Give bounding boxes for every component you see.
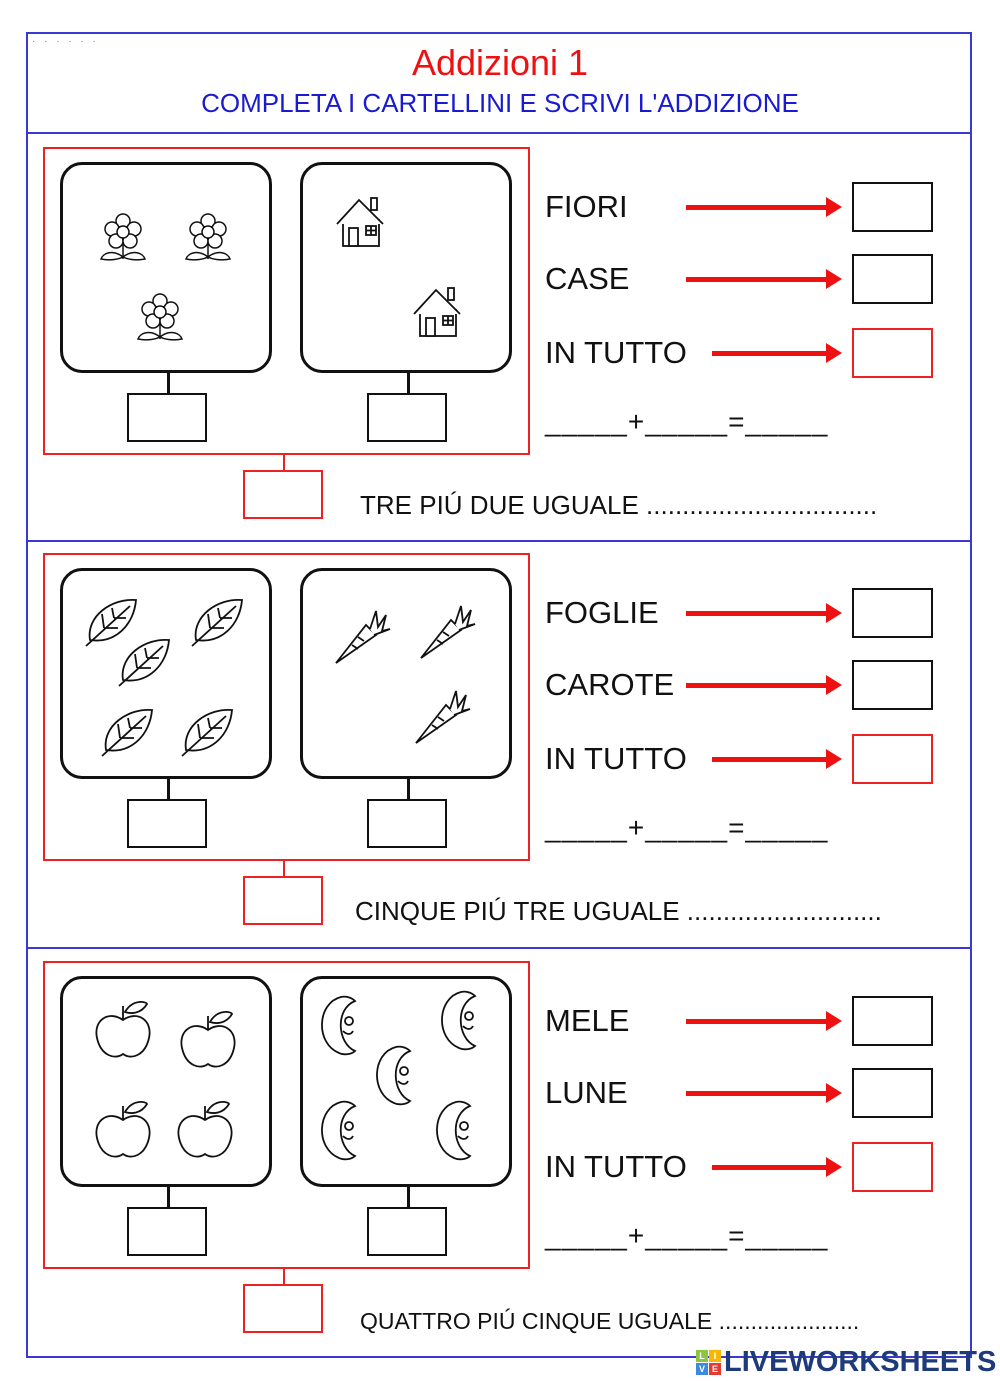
card-connector [167,1187,170,1207]
count-answer-input[interactable] [852,254,933,304]
arrow-icon [712,343,842,363]
count-answer-input[interactable] [852,1068,933,1118]
total-count-input[interactable] [243,1284,323,1333]
moon-icon [436,1100,472,1161]
card-connector [167,779,170,799]
moon-icon [441,990,477,1051]
arrow-icon [686,269,842,289]
row-label: FIORI [545,189,628,224]
right-picture-card [300,162,512,373]
arrow-icon [686,197,842,217]
right-count-input[interactable] [367,1207,447,1256]
card-connector [407,1187,410,1207]
total-connector [283,859,285,876]
apple-icon [95,1001,151,1058]
left-picture-card [60,976,272,1187]
logo-letter: E [709,1363,721,1375]
apple-icon [180,1011,236,1068]
logo-text: LIVEWORKSHEETS [724,1346,997,1378]
row-label: IN TUTTO [545,335,687,370]
sentence-prompt: TRE PIÚ DUE UGUALE .....................… [360,490,878,520]
total-answer-input[interactable] [852,1142,933,1192]
carrot-icon [335,610,391,664]
row-label: IN TUTTO [545,1149,687,1184]
logo-badge: L I V E [696,1350,721,1375]
row-label: CAROTE [545,667,675,702]
leaf-icon [85,599,137,647]
apple-icon [177,1101,233,1158]
total-connector [283,453,285,470]
grouping-box [43,961,530,1269]
total-count-input[interactable] [243,876,323,925]
sentence-prompt: QUATTRO PIÚ CINQUE UGUALE ..............… [360,1308,860,1334]
left-count-input[interactable] [127,799,207,848]
logo-letter: V [696,1363,708,1375]
arrow-icon [686,603,842,623]
section-divider [26,947,970,949]
liveworksheets-logo: L I V E LIVEWORKSHEETS [696,1346,996,1379]
right-count-input[interactable] [367,799,447,848]
total-answer-input[interactable] [852,734,933,784]
grouping-box [43,553,530,861]
house-icon [413,287,461,337]
arrow-icon [712,1157,842,1177]
grouping-box [43,147,530,455]
row-label: MELE [545,1003,630,1038]
carrot-icon [420,605,476,659]
leaf-icon [181,709,233,757]
moon-icon [376,1045,412,1106]
card-connector [407,373,410,393]
flower-icon [185,213,231,261]
section-divider [26,540,970,542]
moon-icon [321,1100,357,1161]
flower-icon [100,213,146,261]
arrow-icon [686,675,842,695]
right-picture-card [300,568,512,779]
page-title: Addizioni 1 [411,42,589,83]
count-answer-input[interactable] [852,588,933,638]
card-connector [167,373,170,393]
row-label: CASE [545,261,630,296]
moon-icon [321,995,357,1056]
right-count-input[interactable] [367,393,447,442]
card-connector [407,779,410,799]
left-count-input[interactable] [127,1207,207,1256]
total-count-input[interactable] [243,470,323,519]
equation-blanks[interactable]: _____+_____=_____ [545,1220,829,1251]
header-divider [26,132,970,134]
arrow-icon [686,1011,842,1031]
row-label: IN TUTTO [545,741,687,776]
equation-blanks[interactable]: _____+_____=_____ [545,812,829,843]
carrot-icon [415,690,471,744]
count-answer-input[interactable] [852,182,933,232]
logo-letter: L [696,1350,708,1362]
arrow-icon [712,749,842,769]
house-icon [336,197,384,247]
flower-icon [137,293,183,341]
total-connector [283,1267,285,1284]
count-answer-input[interactable] [852,660,933,710]
leaf-icon [118,639,170,687]
logo-letter: I [709,1350,721,1362]
apple-icon [95,1101,151,1158]
count-answer-input[interactable] [852,996,933,1046]
total-answer-input[interactable] [852,328,933,378]
arrow-icon [686,1083,842,1103]
row-label: LUNE [545,1075,628,1110]
worksheet-frame [26,32,972,1358]
left-count-input[interactable] [127,393,207,442]
faint-scribble: · · · · · · [32,36,99,47]
leaf-icon [191,599,243,647]
equation-blanks[interactable]: _____+_____=_____ [545,406,829,437]
page-subtitle: COMPLETA I CARTELLINI E SCRIVI L'ADDIZIO… [201,88,799,118]
leaf-icon [101,709,153,757]
row-label: FOGLIE [545,595,659,630]
sentence-prompt: CINQUE PIÚ TRE UGUALE ..................… [355,896,882,926]
